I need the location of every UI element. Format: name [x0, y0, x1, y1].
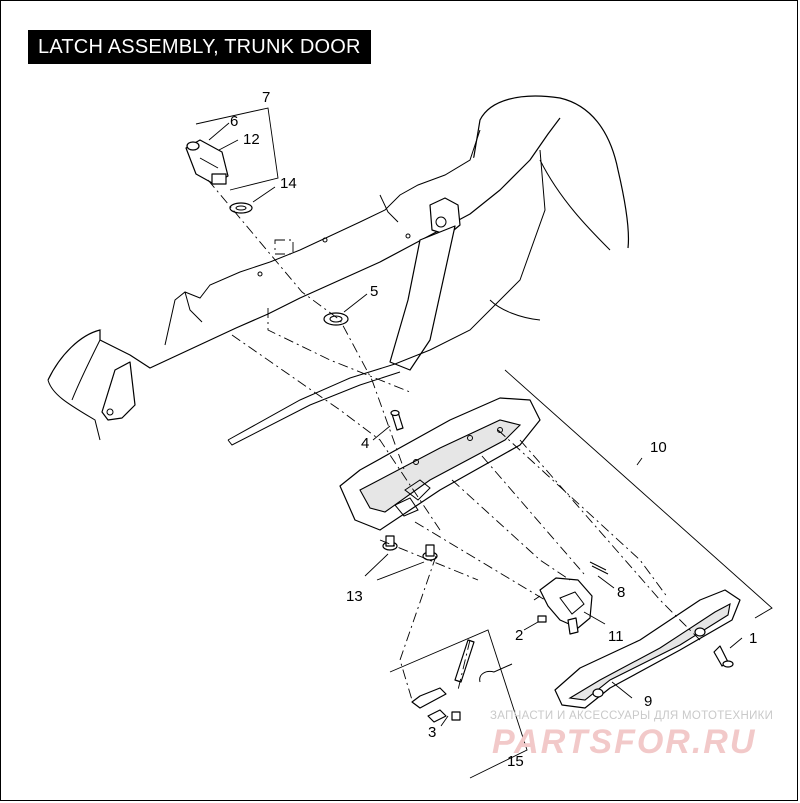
bracket-10	[504, 369, 773, 619]
callout-7: 7	[262, 89, 270, 106]
callout-12: 12	[243, 131, 260, 148]
callout-2: 2	[515, 627, 523, 644]
bracket-15	[389, 629, 528, 779]
callout-3: 3	[428, 724, 436, 741]
callout-8: 8	[617, 584, 625, 601]
callout-numbers: 7 6 12 14 5 4 10 13 8 2 11 1 9 3 15	[230, 89, 757, 770]
lock-cylinder	[185, 139, 229, 185]
callout-14: 14	[280, 175, 297, 192]
callout-9: 9	[644, 693, 652, 710]
diagram-title: LATCH ASSEMBLY, TRUNK DOOR	[28, 30, 371, 64]
screw-4	[390, 409, 404, 431]
bracket-7	[195, 107, 279, 191]
callout-1: 1	[749, 630, 757, 647]
washer-14	[229, 202, 253, 214]
callout-4: 4	[361, 435, 369, 452]
callout-10: 10	[650, 439, 667, 456]
callout-5: 5	[370, 283, 378, 300]
callout-11: 11	[608, 628, 624, 645]
alignment-lines	[207, 179, 701, 701]
rod-assembly-15	[411, 639, 513, 723]
leader-lines	[208, 122, 743, 727]
screws-13	[382, 535, 438, 561]
latch-housing	[339, 397, 541, 531]
watermark-logo: PARTSFOR.RU	[492, 723, 757, 761]
watermark-caption: ЗАПЧАСТИ И АКСЕССУАРЫ ДЛЯ МОТОТЕХНИКИ	[490, 710, 774, 722]
trim-cover-9	[554, 589, 741, 709]
screw-1	[713, 645, 734, 668]
callout-13: 13	[346, 588, 363, 605]
pin-2	[537, 615, 547, 623]
trunk-lid	[47, 95, 630, 446]
callout-15: 15	[507, 753, 524, 770]
callout-6: 6	[230, 113, 238, 130]
spring-8	[589, 561, 609, 575]
seal-5	[323, 312, 349, 326]
latch-mechanism-11	[533, 577, 593, 635]
